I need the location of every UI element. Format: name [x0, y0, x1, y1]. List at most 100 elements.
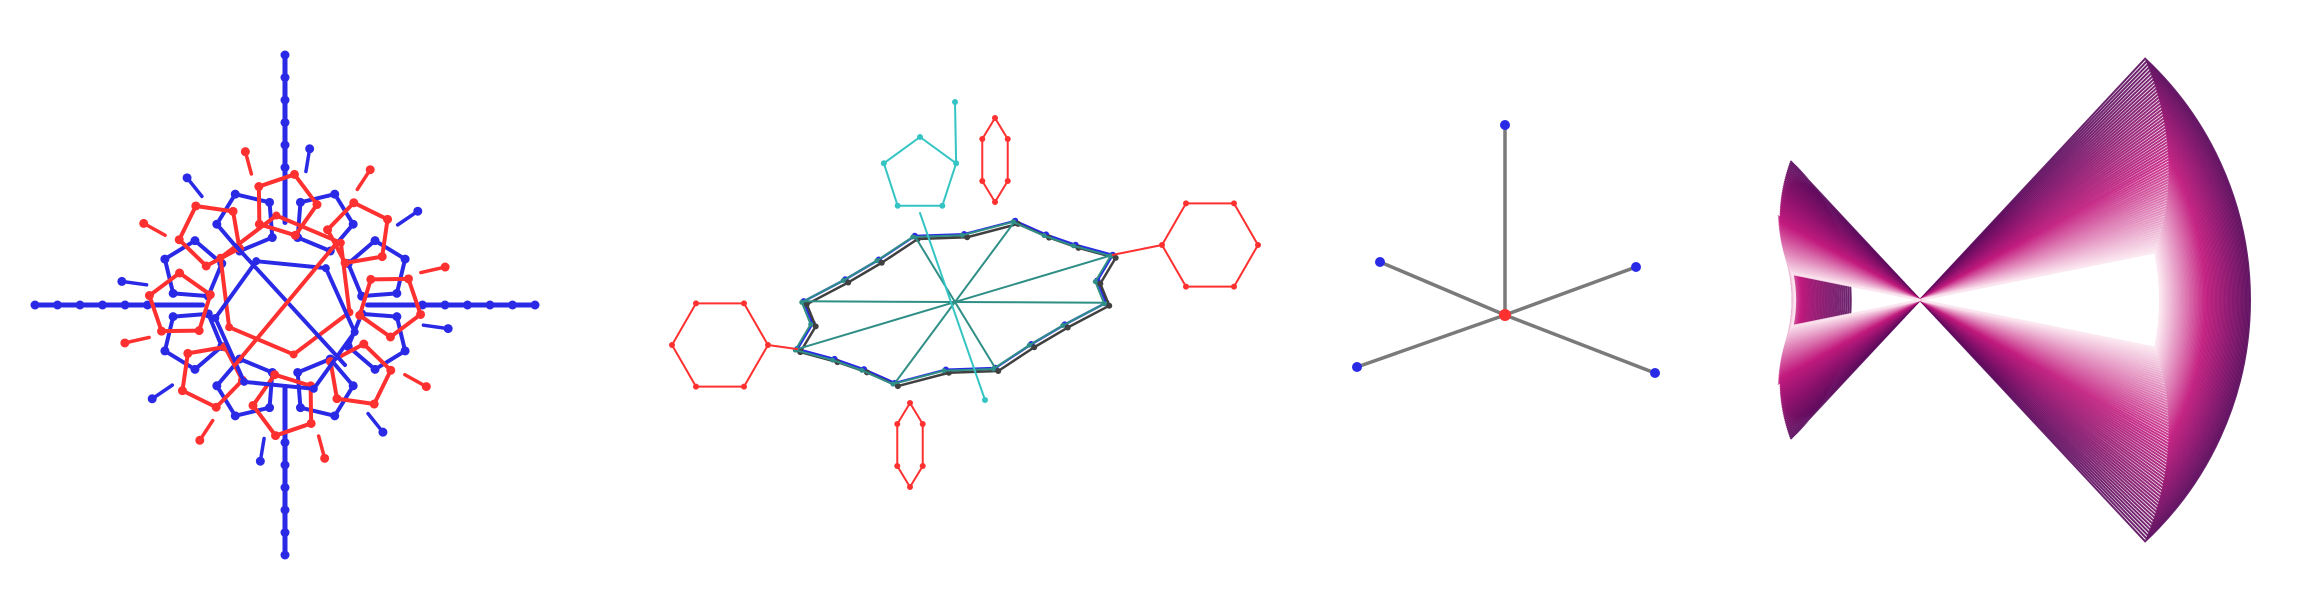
fan-right-wedge — [1919, 241, 2167, 359]
red-ring-atom — [359, 339, 369, 349]
dark-macrocycle-atom — [878, 259, 885, 266]
teal-macrocycle-bond — [1012, 220, 1046, 237]
blue-core-bond — [323, 266, 357, 334]
cyan-pentagon-atom — [880, 160, 887, 167]
fan-right-wedge — [1917, 155, 2208, 445]
blue-arm-atom — [280, 50, 290, 60]
blue-ring-bond — [394, 257, 408, 296]
red-ring-atom — [366, 274, 376, 284]
fan-right-wedge — [1917, 197, 2189, 403]
blue-ring-atom — [392, 288, 402, 298]
red-ring-bond — [214, 378, 245, 410]
fan-right-wedge — [1917, 163, 2204, 437]
red-phenyl-left-bond — [743, 302, 769, 346]
blue-arm-atom — [280, 483, 290, 492]
red-ring-bond — [193, 203, 236, 214]
fan-right-wedge — [1918, 117, 2225, 483]
porphyrin-alignment-graph — [669, 99, 1261, 490]
substituent-atom — [320, 453, 330, 463]
blue-ring-atom — [348, 381, 358, 391]
blue-ring-atom — [400, 254, 410, 264]
blue-ring-bond — [295, 235, 333, 254]
fan-right-wedge — [1918, 81, 2241, 519]
blue-arm-atom — [440, 300, 450, 310]
fan-right-wedge — [1919, 239, 2168, 361]
fan-right-wedge — [1917, 175, 2199, 425]
teal-macrocycle-atom — [1041, 233, 1047, 239]
fan-right-wedge — [1918, 105, 2231, 495]
blue-arm-atom — [280, 550, 290, 560]
red-core-bond — [218, 213, 279, 260]
teal-macrocycle-bond — [842, 259, 878, 282]
red-ring-bond — [177, 271, 213, 297]
fan-right-wedge — [1918, 114, 2227, 486]
fan-right-wedge — [1917, 183, 2195, 417]
red-phenyl-bottom-atom — [919, 421, 926, 427]
teal-macrocycle-bond — [992, 344, 1031, 371]
teal-macrocycle-bond — [794, 349, 834, 362]
blue-core-atom — [309, 384, 318, 393]
fan-right-wedge — [1918, 131, 2219, 469]
red-phenyl-top-bond — [981, 180, 996, 203]
red-ring-atom — [191, 201, 201, 211]
red-ring-bond — [325, 200, 356, 232]
fan-right-wedge — [1917, 160, 2206, 440]
red-ring-bond — [147, 271, 182, 298]
dark-macrocycle-atom — [845, 279, 852, 286]
blue-ring-atom — [370, 364, 380, 374]
teal-macrocycle-atom — [874, 258, 880, 264]
cyan-pentagon-atom — [917, 134, 923, 140]
blue-ring-bond — [233, 405, 272, 418]
fan-right-wedge — [1917, 194, 2190, 406]
red-phenyl-right-atom — [1231, 283, 1237, 290]
red-ring-atom — [254, 182, 264, 192]
fan-right-wedge — [1917, 200, 2188, 400]
blue-core-atom — [211, 314, 220, 323]
fan-right-wedge — [1918, 78, 2242, 522]
red-ring-bond — [159, 328, 202, 334]
fan-right-wedge — [1918, 134, 2218, 466]
star-graph — [1352, 120, 1660, 378]
blue-ring-atom — [392, 312, 402, 322]
fan-right-wedge — [1917, 180, 2197, 420]
blue-ring-atom — [265, 197, 275, 207]
blue-arm-atom — [280, 460, 290, 470]
red-ring-atom — [248, 400, 258, 410]
fan-right-wedge — [1918, 146, 2212, 454]
blue-arm-atom — [143, 300, 152, 310]
red-ring-bond — [147, 293, 164, 334]
blue-core-bond — [213, 259, 259, 321]
blue-ring-bond — [373, 238, 408, 262]
blue-ring-bond — [237, 235, 275, 254]
blue-ring-bond — [162, 238, 197, 262]
fan-right-wedge — [1919, 251, 2161, 349]
teal-macrocycle-bond — [1094, 280, 1106, 305]
red-core-atom — [336, 238, 345, 247]
fan-right-wedge — [1919, 246, 2164, 354]
red-phenyl-right-atom — [1255, 242, 1261, 248]
substituent-atom — [139, 218, 149, 228]
blue-arm-atom — [280, 163, 290, 172]
red-ring-bond — [368, 276, 411, 282]
red-ring-atom — [386, 365, 396, 375]
dark-macrocycle-bond — [1066, 304, 1111, 329]
blue-core-atom — [321, 264, 330, 273]
dark-macrocycle-bond — [896, 371, 951, 388]
blue-ring-atom — [330, 189, 340, 199]
dark-macrocycle-atom — [803, 301, 810, 308]
blue-core-atom — [240, 377, 249, 386]
red-phenyl-bottom-bond — [909, 465, 924, 488]
teal-macrocycle-bond — [860, 369, 894, 386]
red-ring-bond — [292, 172, 319, 207]
dark-macrocycle-atom — [1106, 302, 1113, 309]
red-ring-atom — [323, 225, 333, 235]
fan-right-wedge — [1916, 218, 2178, 382]
red-ring-bond — [357, 277, 373, 318]
red-phenyl-right-bond — [1161, 244, 1187, 288]
red-phenyl-left-bond — [671, 302, 697, 346]
teal-macrocycle-bond — [942, 368, 995, 372]
red-core-bond — [274, 213, 343, 245]
blue-ring-bond — [373, 348, 408, 372]
cyan-atom — [982, 397, 988, 403]
fan-right-wedge — [1918, 137, 2216, 463]
